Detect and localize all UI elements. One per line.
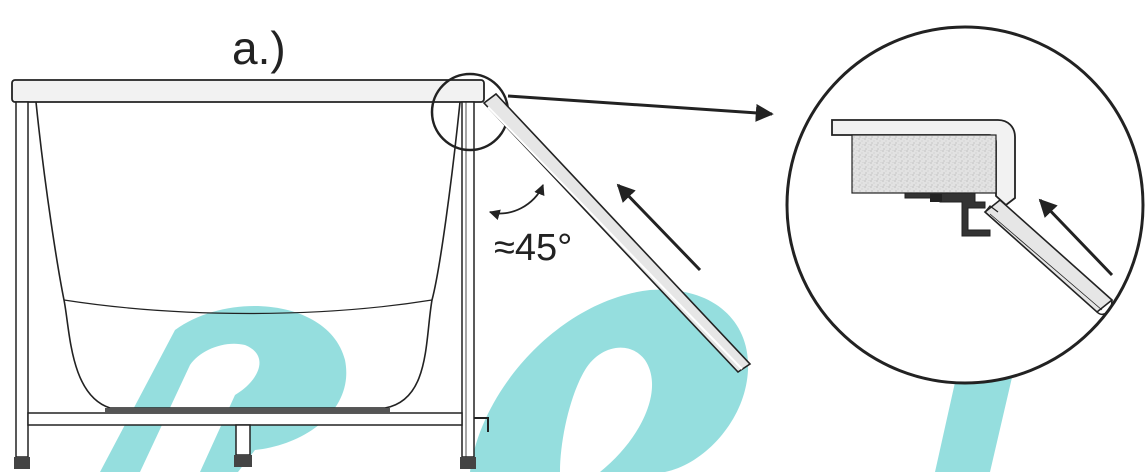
foot-middle — [235, 424, 251, 456]
frame-crossbar — [27, 412, 463, 426]
foot-left — [14, 457, 30, 469]
angle-arc — [488, 183, 545, 220]
leg-bracket — [474, 417, 489, 432]
front-panel — [482, 92, 752, 374]
detail-insertion-arrow — [1038, 198, 1114, 277]
foot-right — [460, 457, 476, 469]
watermark-letter-1 — [100, 306, 347, 472]
detail-bracket-screw — [930, 194, 942, 202]
detail-foam-block — [851, 134, 997, 194]
tub-rim — [11, 79, 485, 103]
tub-drain-plate — [105, 408, 390, 413]
step-label: a.) — [232, 22, 286, 74]
frame-leg-left — [15, 101, 29, 458]
frame-leg-right — [461, 101, 475, 458]
foot-middle-pad — [234, 455, 252, 467]
zoom-pointer-arrow — [507, 94, 774, 122]
insertion-arrow — [616, 183, 702, 272]
angle-label: ≈45° — [494, 227, 572, 269]
tub-basin — [35, 101, 461, 409]
detail-view — [785, 25, 1145, 385]
tub-basin-inner-line — [63, 299, 433, 315]
watermark-letter-2 — [470, 289, 749, 472]
detail-panel-end — [983, 198, 1114, 316]
